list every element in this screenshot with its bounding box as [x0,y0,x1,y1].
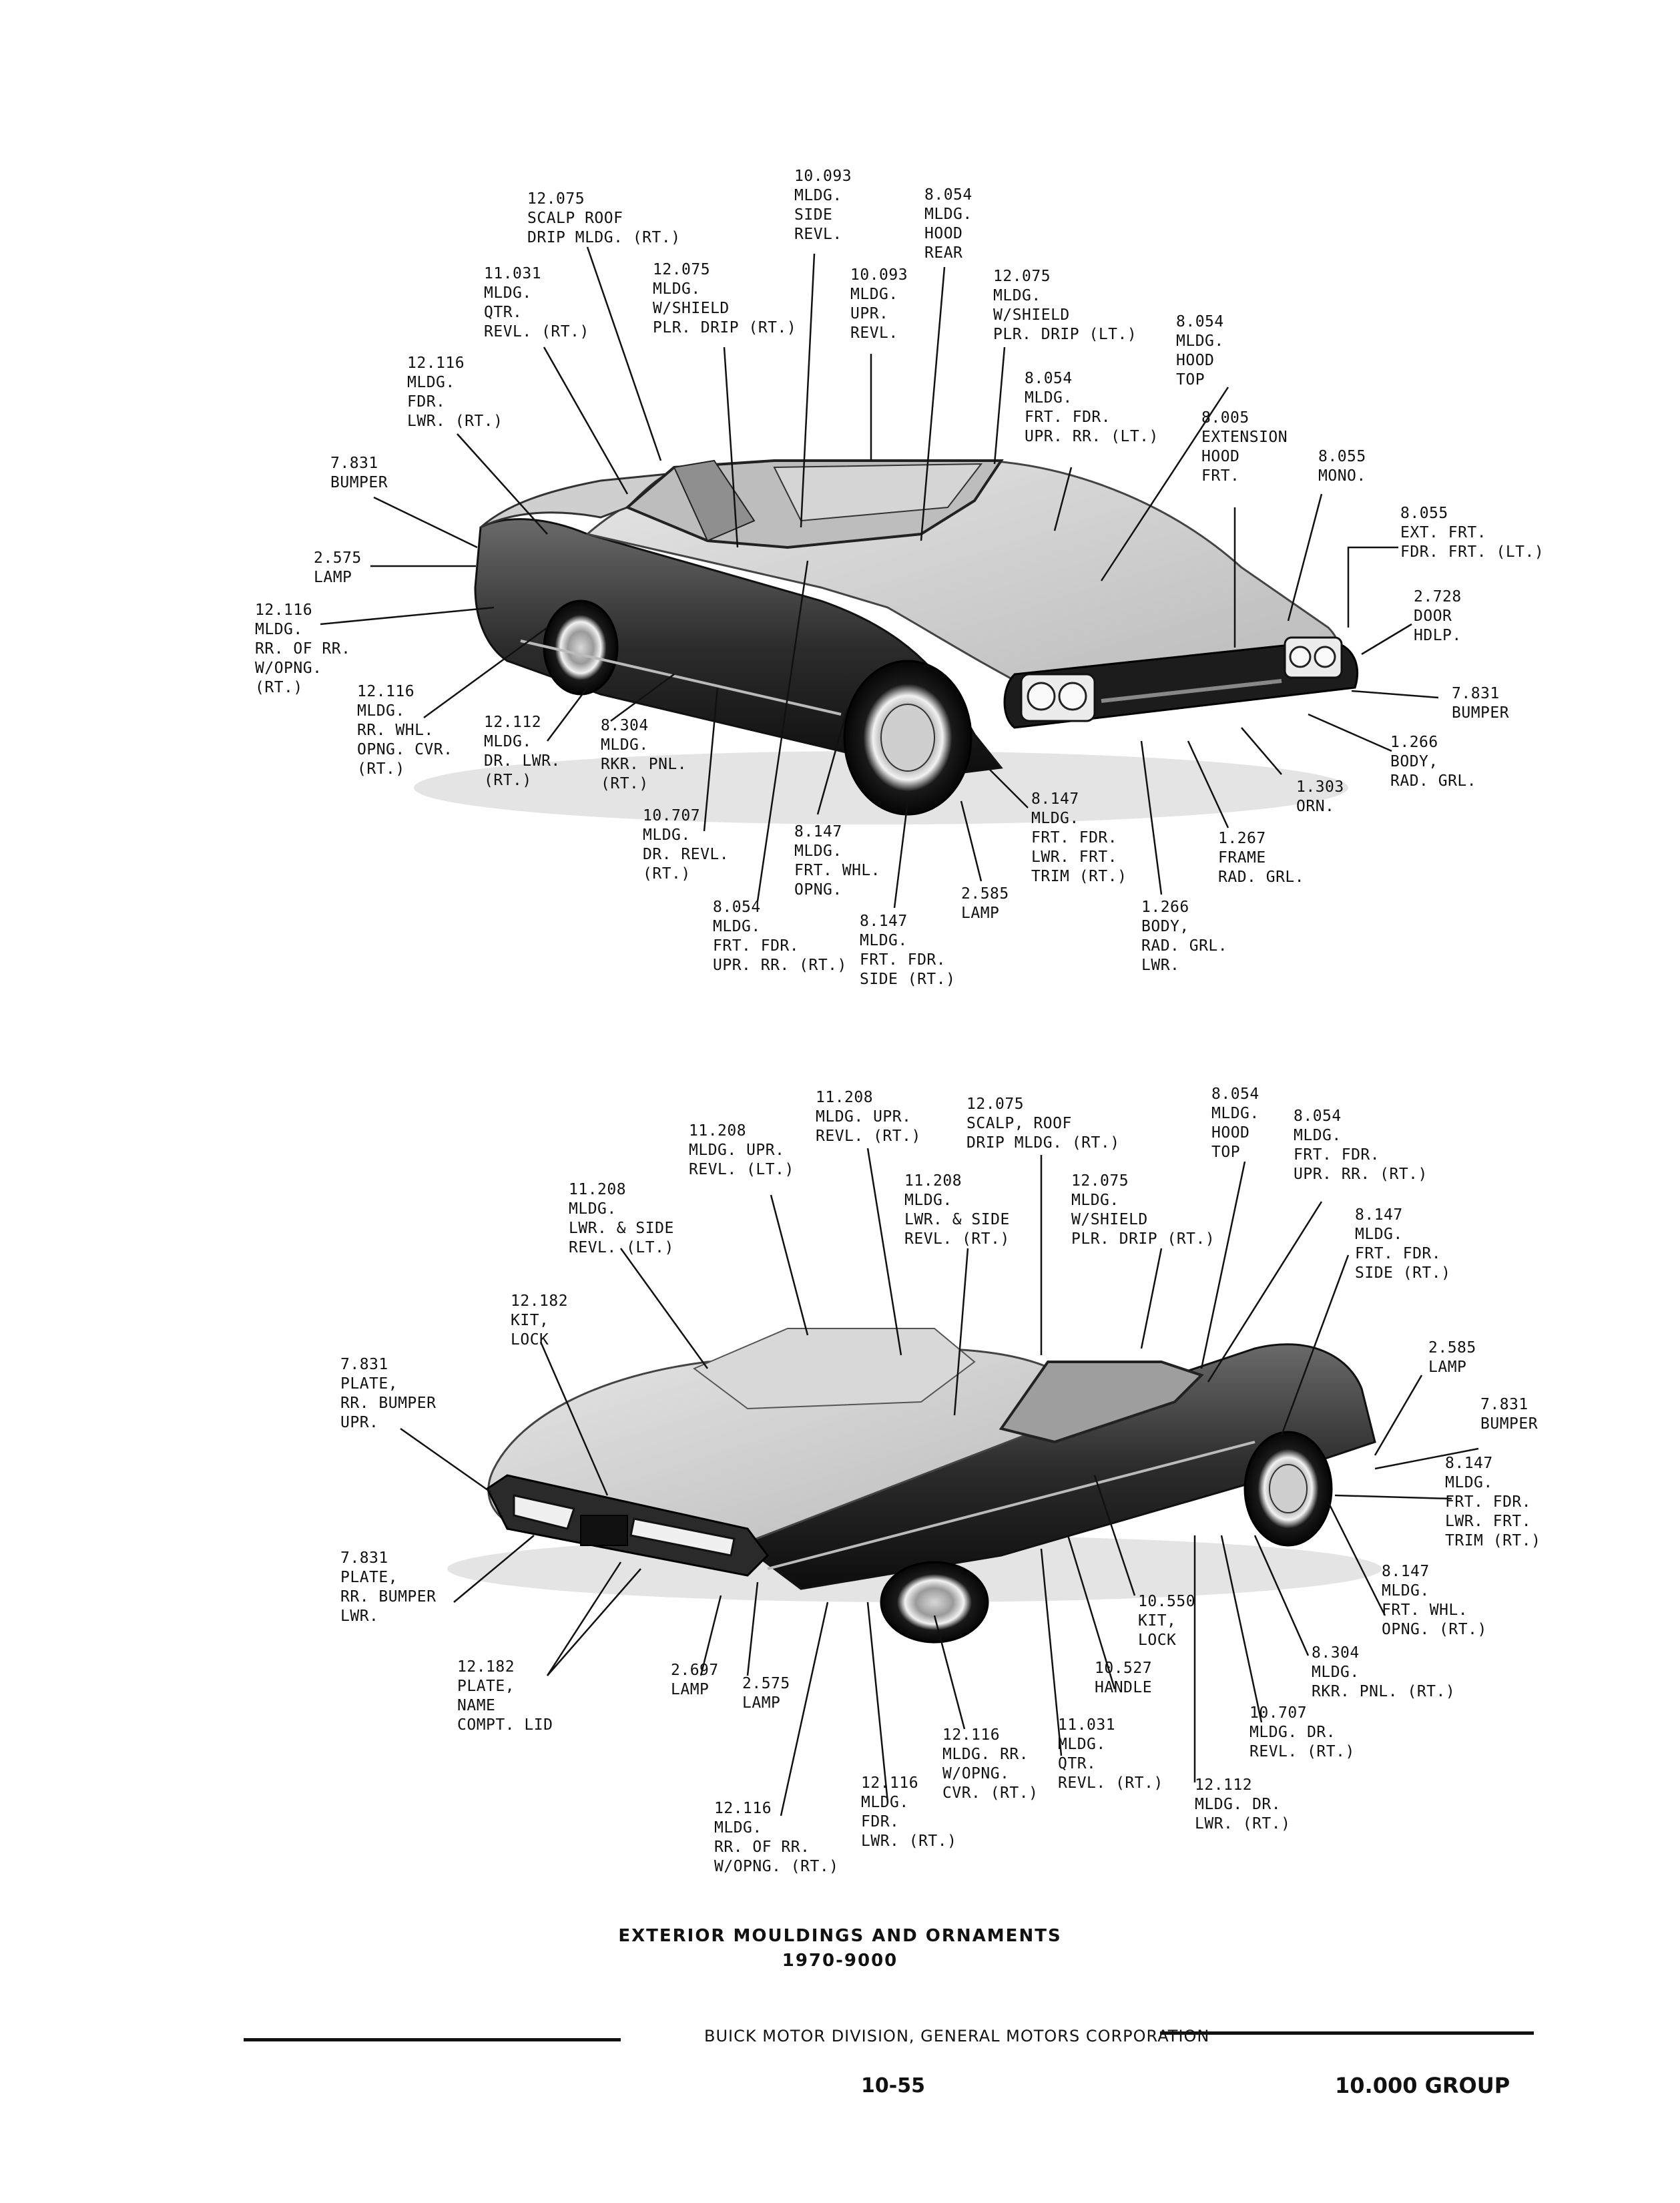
figure-caption-title: EXTERIOR MOULDINGS AND ORNAMENTS [618,1926,1062,1946]
footer-rule-right [1160,2031,1534,2035]
leader-lines-top [320,246,1439,909]
figure-caption-subtitle: 1970-9000 [782,1951,898,1971]
footer-rule-left [244,2038,621,2041]
group-label: 10.000 GROUP [1335,2073,1510,2098]
leader-lines-bottom [400,1148,1479,1816]
car-rear-view [447,1328,1382,1644]
car-front-view [414,459,1359,824]
footer-division: BUICK MOTOR DIVISION, GENERAL MOTORS COR… [704,2027,1210,2045]
page-number: 10-55 [861,2074,925,2098]
